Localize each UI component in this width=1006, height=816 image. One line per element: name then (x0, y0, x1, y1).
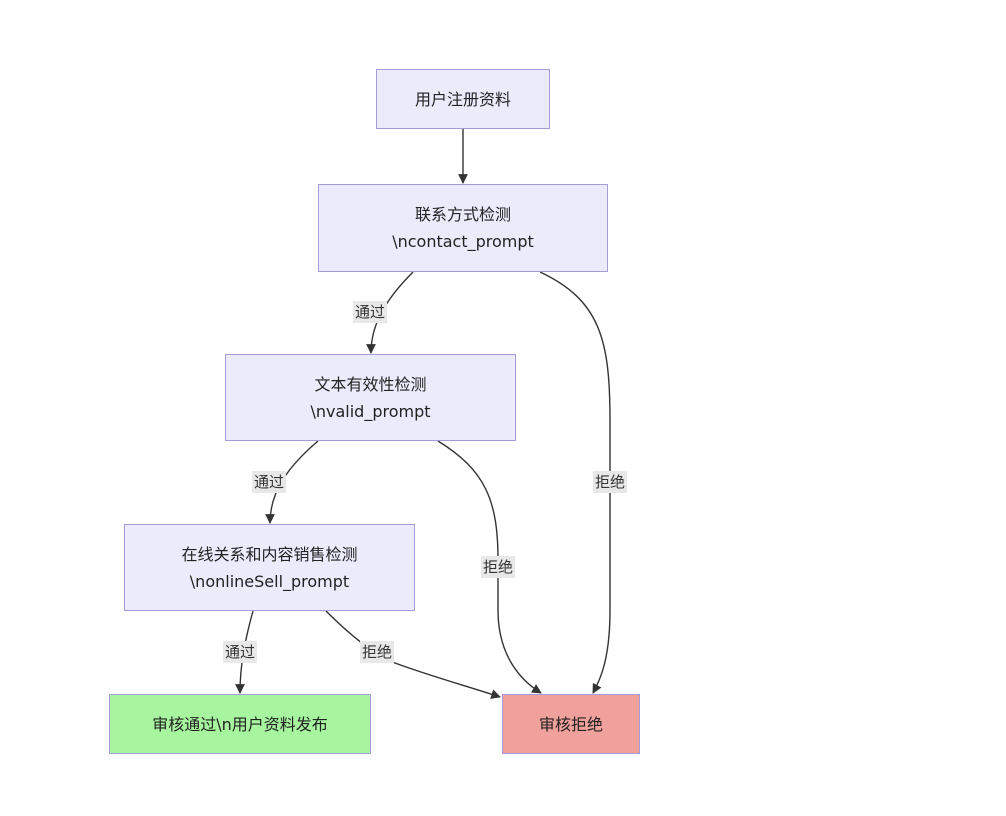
edge-label-valid-reject: 拒绝 (480, 556, 516, 578)
node-valid-check: 文本有效性检测 \nvalid_prompt (225, 354, 516, 441)
node-valid-prompt: \nvalid_prompt (310, 401, 431, 421)
node-contact-title: 联系方式检测 (414, 205, 511, 224)
edge-contact-to-rejected (539, 271, 611, 694)
edge-label-contact-reject: 拒绝 (592, 471, 628, 493)
node-contact-prompt: \ncontact_prompt (392, 232, 534, 251)
node-approved: 审核通过\n用户资料发布 (109, 694, 371, 754)
edge-label-online-pass: 通过 (222, 641, 258, 663)
node-register: 用户注册资料 (376, 69, 550, 129)
node-online-prompt: \nonlineSell_prompt (189, 571, 350, 591)
edge-label-online-reject: 拒绝 (359, 641, 395, 663)
node-approved-label: 审核通过\n用户资料发布 (152, 714, 328, 734)
node-online-check: 在线关系和内容销售检测 \nonlineSell_prompt (124, 524, 415, 611)
node-valid-title: 文本有效性检测 (314, 374, 427, 394)
edge-label-valid-pass: 通过 (251, 471, 287, 493)
node-rejected-label: 审核拒绝 (538, 714, 603, 734)
edge-online-to-rejected (325, 610, 501, 699)
node-rejected: 审核拒绝 (502, 694, 640, 754)
edge-label-contact-pass: 通过 (352, 301, 388, 323)
node-contact-check: 联系方式检测 \ncontact_prompt (318, 184, 608, 272)
node-online-title: 在线关系和内容销售检测 (181, 544, 358, 564)
node-register-label: 用户注册资料 (414, 89, 511, 109)
